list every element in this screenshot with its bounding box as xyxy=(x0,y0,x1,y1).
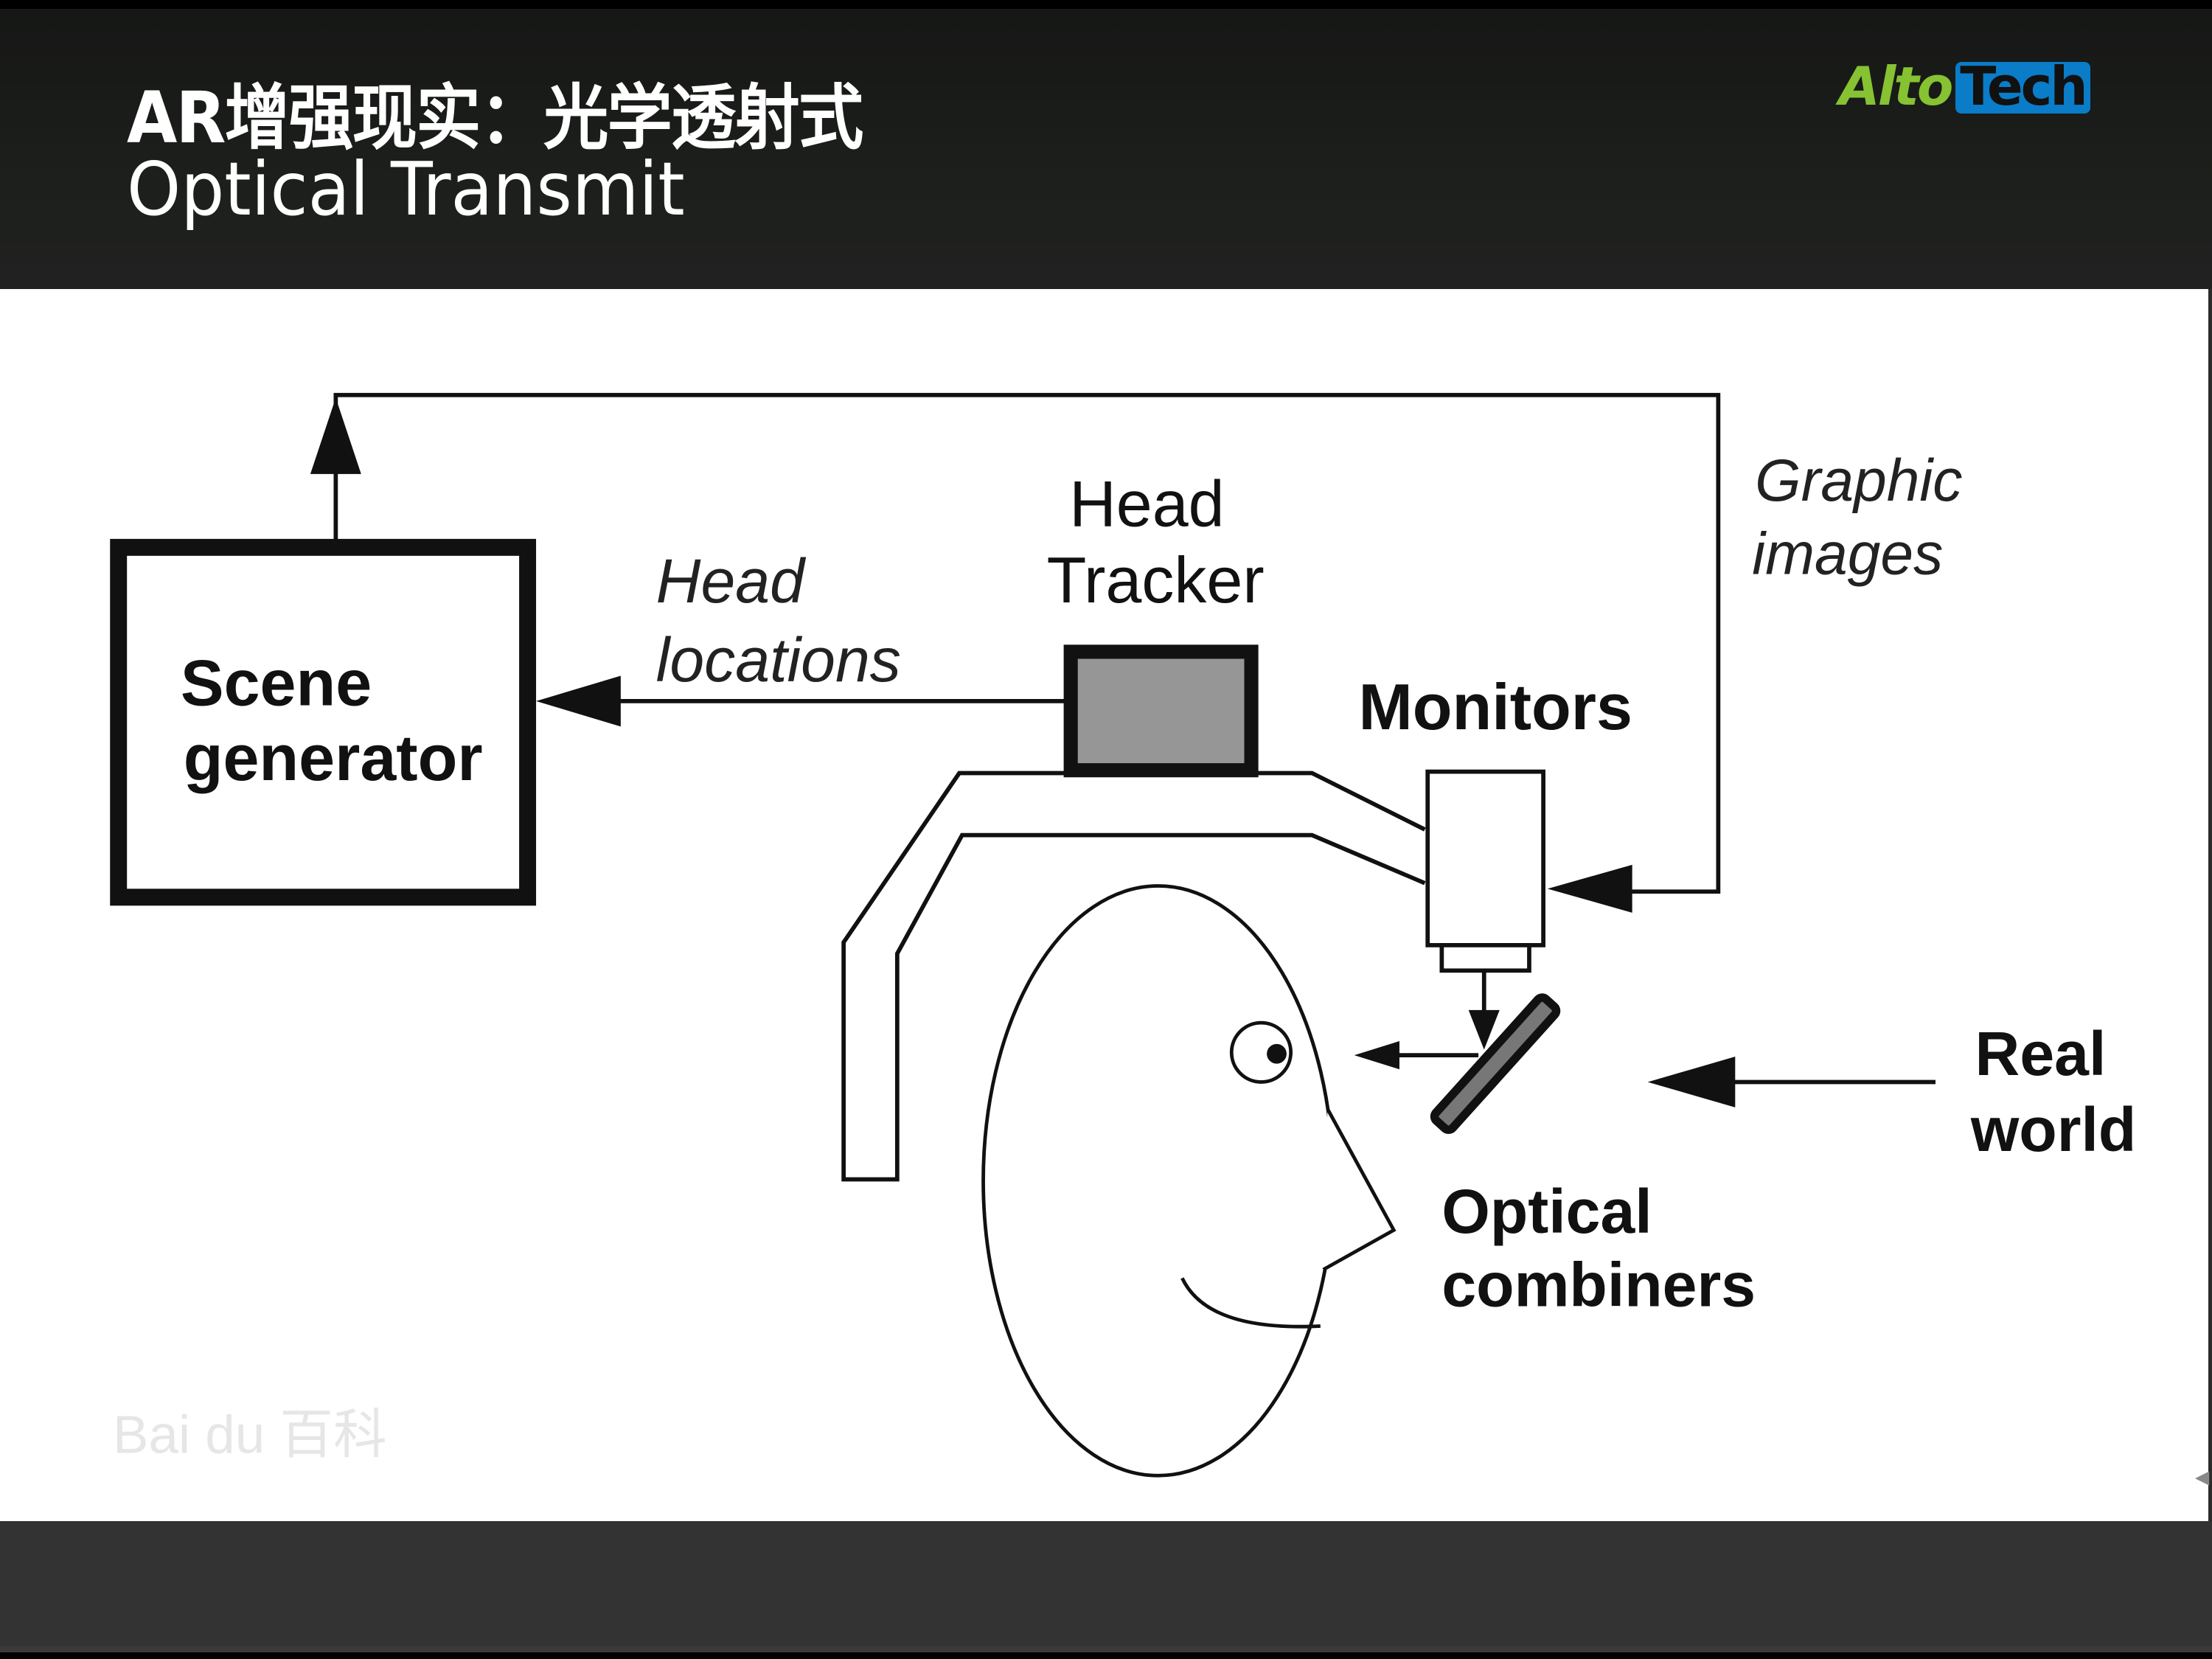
head-locations-arrow-icon xyxy=(536,675,621,727)
monitor-input-arrow-icon xyxy=(1547,864,1632,913)
logo-tech-text: Tech xyxy=(1955,60,2090,114)
slide-title-chinese: AR增强现实：光学透射式 xyxy=(127,77,863,159)
scene-generator-box xyxy=(110,538,537,906)
footer-line xyxy=(0,1646,2212,1652)
up-arrow-icon xyxy=(310,397,361,474)
pupil xyxy=(1267,1043,1287,1064)
monitors-label: Monitors xyxy=(1358,670,1632,743)
optical-combiners-label-1: Optical xyxy=(1441,1177,1652,1246)
real-world-arrow-icon xyxy=(1647,1057,1736,1107)
edge-arrow-icon xyxy=(2195,1471,2210,1486)
graphic-images-label-1: Graphic xyxy=(1755,448,1962,514)
graphic-images-label-2: images xyxy=(1752,521,1943,588)
head-locations-label-2: locations xyxy=(656,625,901,695)
content-right-border xyxy=(2208,289,2212,1521)
slide-title-english: Optical Transmit xyxy=(127,146,685,232)
scene-generator-label-1: Scene xyxy=(181,647,372,720)
head-outline xyxy=(981,884,1335,1478)
baidu-watermark: Bai du 百科 xyxy=(113,1405,387,1465)
headset-frame-outer xyxy=(841,771,1426,1182)
eye xyxy=(1229,1020,1293,1084)
header-bar xyxy=(0,9,2212,289)
footer-bar xyxy=(0,1521,2212,1652)
real-world-label-2: world xyxy=(1970,1095,2136,1164)
nose xyxy=(1322,1107,1397,1272)
optical-combiners-label-2: combiners xyxy=(1441,1251,1756,1320)
monitor-beam-arrow-icon xyxy=(1468,1009,1500,1050)
head-tracker-box xyxy=(1063,644,1259,778)
altotech-logo: Alto Tech xyxy=(1839,55,2090,117)
head-tracker-label-1: Head xyxy=(1069,467,1224,540)
bottom-strip xyxy=(0,1652,2212,1659)
logo-alto-text: Alto xyxy=(1839,55,1953,117)
optical-combiner xyxy=(1430,993,1561,1134)
monitor-body xyxy=(1425,769,1545,947)
head-locations-label-1: Head xyxy=(656,546,807,616)
monitor-lens xyxy=(1439,943,1531,973)
scene-generator-label-2: generator xyxy=(184,721,483,794)
head-tracker-label-2: Tracker xyxy=(1047,543,1265,616)
mouth xyxy=(1180,1277,1321,1329)
eye-arrow-icon xyxy=(1354,1040,1399,1070)
real-world-label-1: Real xyxy=(1975,1019,2107,1088)
